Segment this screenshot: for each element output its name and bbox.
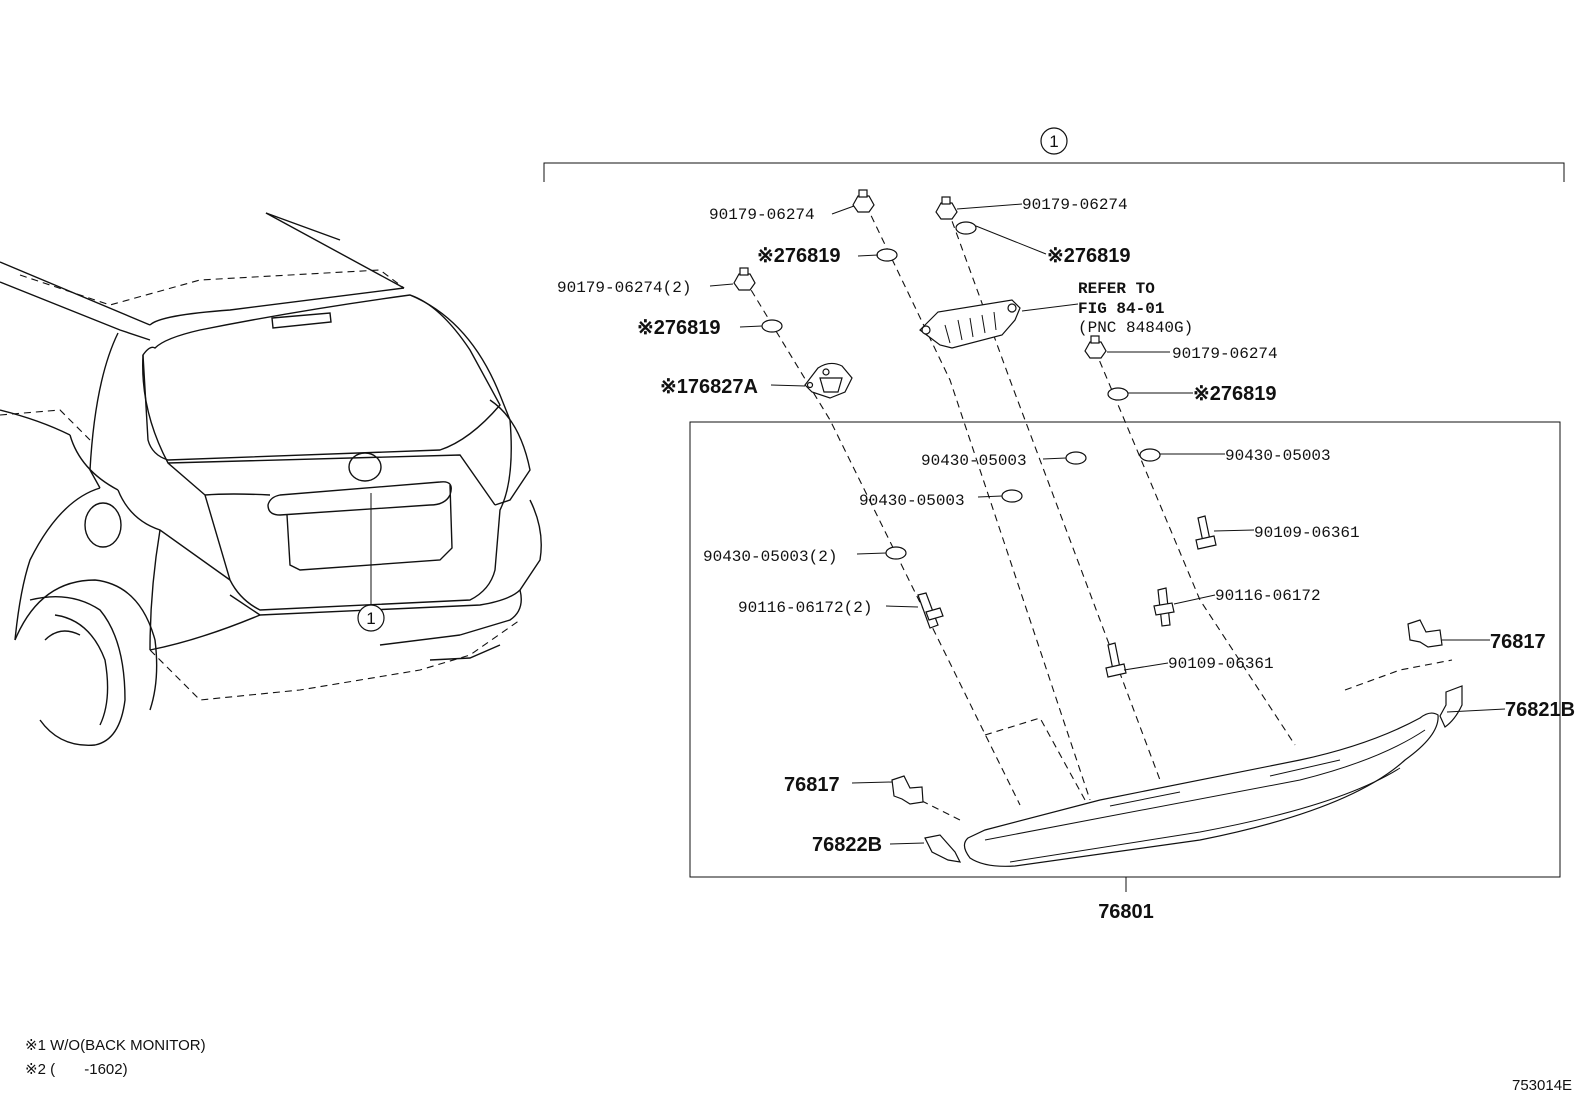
assembly-bracket: 1 — [543, 127, 1565, 182]
camera-icon — [804, 362, 853, 399]
footnotes: ※1 W/O(BACK MONITOR) ※2 ( -1602) 753014E — [25, 1037, 1572, 1094]
washer-icon — [1107, 387, 1129, 401]
label-washer-top-left: ※276819 — [757, 245, 841, 267]
label-washer-top-right: ※276819 — [1047, 245, 1131, 267]
car-rear-illustration — [0, 212, 542, 746]
washer-icon — [885, 546, 907, 560]
label-nut-top-right: 90179-06274 — [1022, 196, 1128, 214]
nut-icon — [733, 267, 756, 291]
diagram-id: 753014E — [1512, 1077, 1572, 1094]
label-washer-05003-right: 90430-05003 — [1225, 447, 1331, 465]
label-refer-3: (PNC 84840G) — [1078, 319, 1193, 337]
leader-lines — [709, 203, 1506, 845]
washer-icon — [955, 221, 977, 235]
stud-bolt-icon — [1153, 587, 1175, 627]
stud-bolt-icon — [917, 592, 944, 629]
label-stud-right: 90116-06172 — [1215, 587, 1321, 605]
screw-icon — [1195, 515, 1217, 550]
svg-text:1: 1 — [366, 609, 375, 628]
screw-icon — [1105, 642, 1127, 678]
washer-icon — [1001, 489, 1023, 503]
label-clip-left: 76817 — [784, 774, 840, 796]
washer-icon — [761, 319, 783, 333]
label-refer-1: REFER TO — [1078, 280, 1155, 298]
label-washer-right: ※276819 — [1193, 383, 1277, 405]
label-clip-right: 76817 — [1490, 631, 1546, 653]
garnish-panel-icon — [963, 712, 1439, 867]
license-lamp-icon — [919, 299, 1021, 349]
footnote-2: ※2 ( -1602) — [25, 1061, 128, 1078]
label-stud-left-2: 90116-06172(2) — [738, 599, 872, 617]
clip-icon — [1407, 619, 1443, 648]
label-washer-05003-left: 90430-05003 — [859, 492, 965, 510]
assembly-marker-car: 1 — [357, 604, 385, 632]
end-cap-icon — [1439, 685, 1463, 728]
washer-icon — [1139, 448, 1161, 462]
label-screw-right: 90109-06361 — [1254, 524, 1360, 542]
label-washer-05003-left-2: 90430-05003(2) — [703, 548, 837, 566]
end-cap-icon — [924, 834, 962, 863]
part-labels: 90179-06274 90179-06274 ※276819 ※276819 … — [557, 196, 1575, 923]
label-camera: ※176827A — [660, 376, 758, 398]
label-refer-2: FIG 84-01 — [1078, 300, 1164, 318]
svg-text:1: 1 — [1049, 132, 1058, 151]
label-nut-left-2: 90179-06274(2) — [557, 279, 691, 297]
nut-icon — [852, 189, 875, 213]
nut-icon — [1084, 335, 1107, 359]
label-washer-left: ※276819 — [637, 317, 721, 339]
footnote-1: ※1 W/O(BACK MONITOR) — [25, 1037, 206, 1054]
label-nut-top-left: 90179-06274 — [709, 206, 815, 224]
nut-icon — [935, 196, 958, 220]
label-garnish: 76801 — [1098, 901, 1154, 923]
label-cap-right: 76821B — [1505, 699, 1575, 721]
label-washer-05003-mid: 90430-05003 — [921, 452, 1027, 470]
washer-icon — [1065, 451, 1087, 465]
label-nut-right: 90179-06274 — [1172, 345, 1278, 363]
label-cap-left: 76822B — [812, 834, 882, 856]
label-screw-mid: 90109-06361 — [1168, 655, 1274, 673]
clip-icon — [891, 775, 924, 805]
washer-icon — [876, 248, 898, 262]
